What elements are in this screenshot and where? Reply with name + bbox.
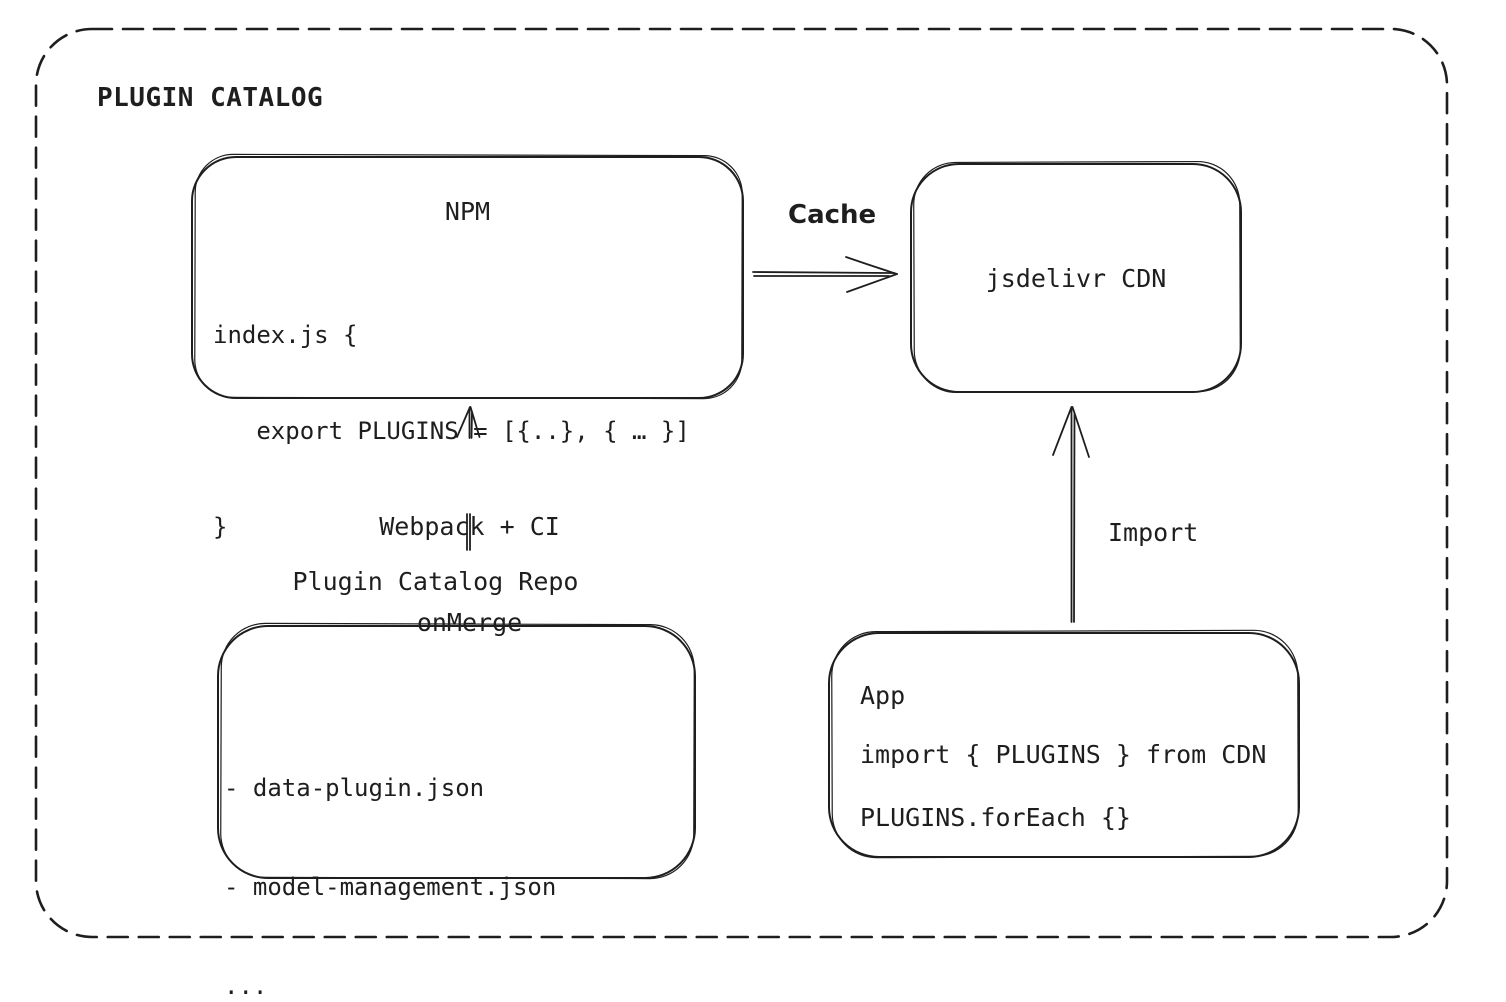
cache-arrow — [752, 256, 898, 293]
app-box — [828, 629, 1300, 859]
app-code-line-1: import { PLUGINS } from CDN — [860, 740, 1267, 769]
build-arrow-label-line-2: onMerge — [416, 608, 523, 637]
npm-code-line-2: export PLUGINS = [{..}, { … }] — [213, 417, 690, 445]
cache-arrow-label: Cache — [788, 200, 877, 230]
npm-box-title: NPM — [444, 197, 491, 226]
import-arrow — [1052, 406, 1090, 623]
cdn-box — [910, 160, 1242, 394]
npm-box — [191, 153, 744, 400]
repo-file-item-ellipsis: ... — [224, 972, 268, 1000]
import-arrow-label: Import — [1108, 518, 1199, 547]
repo-file-list: - data-plugin.json - model-management.js… — [224, 706, 556, 1002]
npm-code-block: index.js { export PLUGINS = [{..}, { … }… — [213, 255, 690, 607]
repo-box — [217, 622, 696, 880]
app-box-title: App — [860, 681, 906, 710]
build-arrow — [456, 406, 481, 551]
npm-code-line-3: } — [213, 513, 228, 541]
cdn-box-label: jsdelivr CDN — [985, 264, 1167, 293]
catalog-title: PLUGIN CATALOG — [97, 83, 324, 113]
repo-box-label: Plugin Catalog Repo — [292, 567, 579, 596]
build-arrow-label: Webpack + CI onMerge — [347, 447, 592, 703]
repo-file-item-2: - model-management.json — [224, 873, 557, 901]
catalog-boundary-box — [34, 27, 1449, 939]
build-arrow-label-line-1: Webpack + CI — [379, 512, 560, 541]
npm-code-line-1: index.js { — [213, 321, 358, 349]
repo-file-item-1: - data-plugin.json — [224, 774, 485, 802]
app-code-line-2: PLUGINS.forEach {} — [860, 803, 1131, 832]
